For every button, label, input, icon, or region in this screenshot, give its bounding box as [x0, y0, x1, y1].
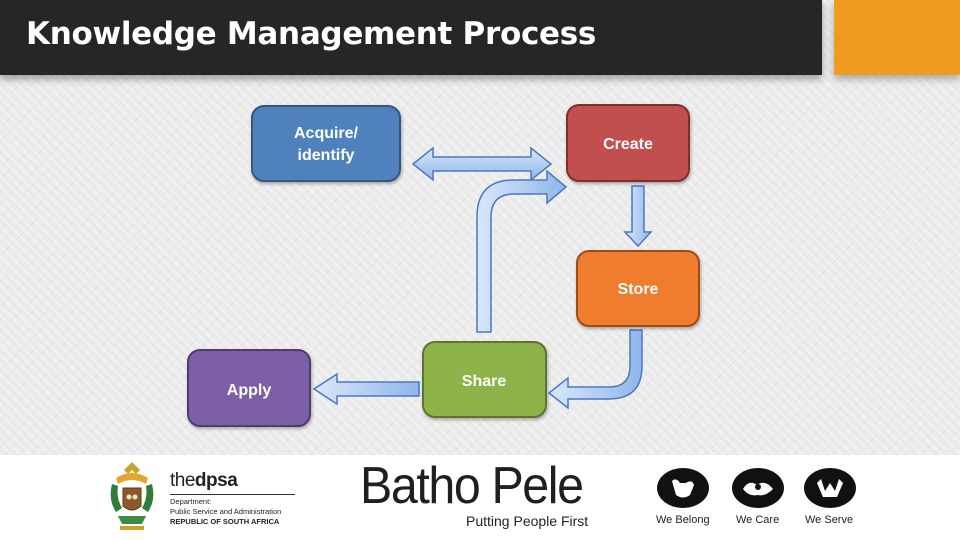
- dpsa-line2: Public Service and Administration: [170, 507, 282, 516]
- dpsa-line3: REPUBLIC OF SOUTH AFRICA: [170, 517, 280, 526]
- dpsa-wordmark: thedpsa: [170, 470, 238, 492]
- dpsa-the: the: [170, 470, 195, 491]
- arrow-share-apply: [312, 372, 420, 406]
- dpsa-divider: [170, 494, 295, 495]
- batho-pele-title: Batho Pele: [360, 457, 584, 515]
- we-care-icon: [732, 468, 784, 508]
- value-we-serve: We Serve: [805, 514, 854, 526]
- node-apply-label: Apply: [227, 382, 272, 399]
- node-store: Store: [576, 250, 700, 327]
- process-diagram: Acquire/ identify Create Store Share App…: [187, 104, 700, 427]
- footer-logos: [0, 455, 960, 540]
- slide-title: Knowledge Management Process: [26, 16, 597, 52]
- we-belong-icon: [657, 468, 709, 508]
- node-create-label: Create: [603, 136, 653, 153]
- arrow-share-create: [476, 169, 568, 333]
- node-acquire-label-line1: Acquire/: [294, 125, 359, 142]
- title-bar: Knowledge Management Process: [0, 0, 822, 75]
- node-share-label: Share: [462, 373, 507, 390]
- node-store-label: Store: [618, 281, 659, 298]
- node-create: Create: [566, 104, 690, 182]
- arrow-create-store: [623, 185, 653, 248]
- orange-accent-block: [834, 0, 960, 75]
- node-share: Share: [422, 341, 547, 418]
- node-acquire: Acquire/ identify: [251, 105, 401, 182]
- arrow-store-share: [547, 329, 643, 410]
- node-apply: Apply: [187, 349, 311, 427]
- we-serve-icon: [804, 468, 856, 508]
- arrow-acquire-create: [411, 146, 553, 182]
- value-we-care: We Care: [736, 514, 780, 526]
- batho-pele-tagline: Putting People First: [466, 513, 589, 529]
- coat-of-arms-logo: [110, 462, 154, 530]
- node-acquire-label-line2: identify: [298, 147, 355, 164]
- dpsa-line1: Department:: [170, 497, 212, 506]
- value-we-belong: We Belong: [656, 514, 710, 526]
- dpsa-name: dpsa: [194, 470, 238, 491]
